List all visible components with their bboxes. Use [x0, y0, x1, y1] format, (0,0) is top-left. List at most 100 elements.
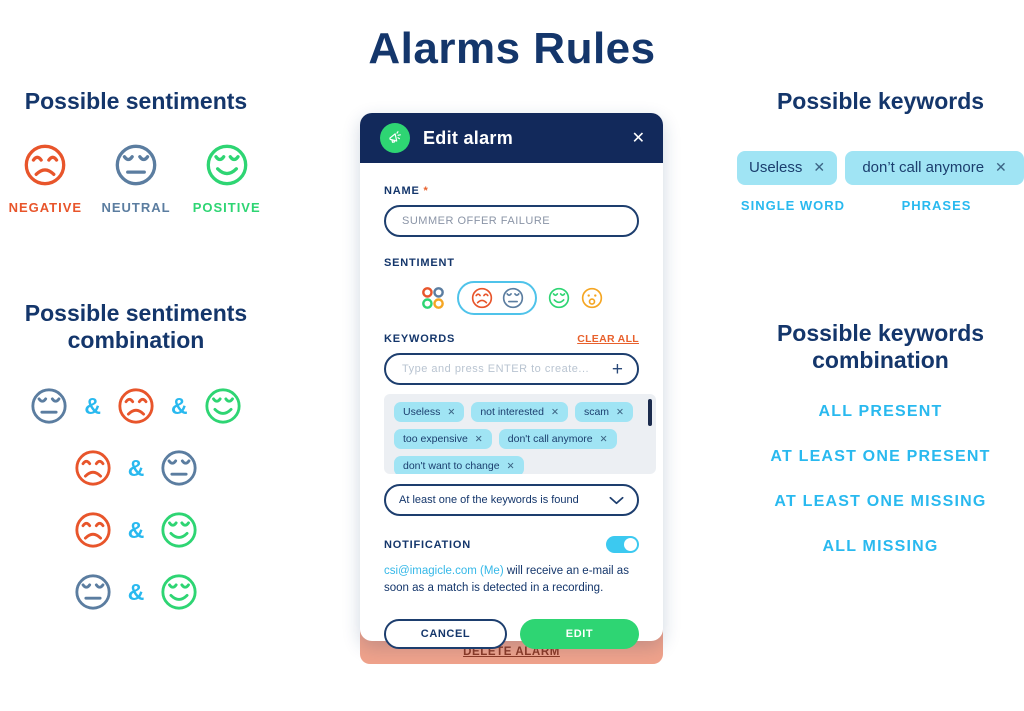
remove-chip-icon[interactable]: ✕ — [506, 460, 515, 472]
edit-alarm-card: Edit alarm ✕ NAME * SENTIMENT — [360, 113, 663, 649]
keyword-chip[interactable]: too expensive ✕ — [394, 429, 492, 449]
keywords-combination-section: Possible keywords combination ALL PRESEN… — [737, 320, 1024, 583]
positive-face-icon — [160, 573, 198, 611]
sentiment-label: SENTIMENT — [384, 257, 455, 269]
cancel-button[interactable]: CANCEL — [384, 618, 507, 649]
name-label-text: NAME — [384, 185, 420, 197]
possible-keywords-heading: Possible keywords — [776, 88, 985, 114]
notification-description: csi@imagicle.com (Me) will receive an e-… — [384, 563, 639, 598]
keyword-input-wrapper: + — [384, 353, 639, 385]
name-field-wrapper — [384, 205, 639, 237]
negative-face-option-icon[interactable] — [471, 287, 493, 309]
notification-message: will receive an e-mail as soon as a matc… — [384, 565, 629, 595]
remove-chip-icon: ✕ — [813, 159, 826, 176]
clear-all-link[interactable]: CLEAR ALL — [577, 333, 639, 345]
phrases-caption: PHRASES — [901, 197, 972, 213]
possible-sentiments-section: Possible sentiments NEGATIVE NEUTRAL POS… — [0, 88, 272, 215]
chip-text: Useless — [749, 159, 803, 177]
positive-face-icon — [205, 143, 249, 187]
neutral-face-icon — [160, 449, 198, 487]
possible-sentiments-heading: Possible sentiments — [24, 88, 248, 114]
keyword-chip[interactable]: Useless ✕ — [394, 402, 465, 422]
keywords-combination-item: AT LEAST ONE PRESENT — [770, 448, 991, 466]
all-sentiments-grid-icon[interactable] — [420, 285, 446, 311]
chip-text: not interested — [480, 406, 544, 418]
keyword-match-rule-select[interactable]: At least one of the keywords is found — [384, 484, 639, 516]
sentiment-combination-rows: &&&&& — [0, 387, 272, 611]
phrase-chip: don’t call anymore ✕ — [845, 150, 1024, 185]
modal-title: Edit alarm — [423, 127, 514, 148]
modal-body: NAME * SENTIMENT — [360, 163, 663, 649]
remove-chip-icon[interactable]: ✕ — [447, 406, 456, 418]
ampersand: & — [127, 516, 145, 543]
name-field[interactable] — [400, 214, 623, 228]
keyword-chip[interactable]: scam ✕ — [574, 402, 633, 422]
neutral-face-icon — [114, 143, 158, 187]
sentiment-combination-row: & — [0, 573, 272, 611]
sentiment-combination-row: & — [0, 449, 272, 487]
recipient-email: csi@imagicle.com (Me) — [384, 565, 504, 577]
modal-header: Edit alarm ✕ — [360, 113, 663, 163]
negative-face-icon — [117, 387, 155, 425]
sentiments-combination-heading: Possible sentiments combination — [24, 300, 248, 353]
chevron-down-icon — [609, 496, 624, 505]
close-icon[interactable]: ✕ — [631, 130, 645, 147]
possible-keywords-section: Possible keywords Useless ✕ don’t call a… — [737, 88, 1024, 213]
delete-alarm-link[interactable]: DELETE ALARM — [463, 646, 560, 658]
remove-chip-icon[interactable]: ✕ — [599, 433, 608, 445]
positive-face-icon — [204, 387, 242, 425]
neutral-face-option-icon[interactable] — [502, 287, 524, 309]
negative-face-icon — [74, 511, 112, 549]
neutral-label: NEUTRAL — [101, 199, 171, 215]
positive-face-option-icon[interactable] — [548, 287, 570, 309]
sentiments-row: NEGATIVE NEUTRAL POSITIVE — [0, 143, 272, 215]
page-title: Alarms Rules — [368, 24, 656, 73]
negative-face-icon — [74, 449, 112, 487]
chip-text: don't call anymore — [507, 433, 593, 445]
keyword-input[interactable] — [400, 362, 612, 376]
chip-text: too expensive — [403, 433, 468, 445]
neutral-face-icon — [30, 387, 68, 425]
chip-text: scam — [583, 406, 610, 418]
sentiment-combination-row: && — [0, 387, 272, 425]
edit-alarm-modal: DELETE ALARM Edit alarm ✕ — [360, 113, 663, 664]
sentiment-combination-row: & — [0, 511, 272, 549]
ampersand: & — [127, 454, 145, 481]
remove-chip-icon: ✕ — [995, 159, 1007, 176]
chips-scrollbar[interactable] — [648, 399, 652, 426]
remove-chip-icon[interactable]: ✕ — [474, 433, 483, 445]
keyword-chip[interactable]: not interested ✕ — [471, 402, 568, 422]
edit-button[interactable]: EDIT — [520, 618, 639, 649]
name-label: NAME * — [384, 185, 639, 197]
keyword-chip[interactable]: don't call anymore ✕ — [498, 429, 617, 449]
surprised-face-option-icon[interactable] — [581, 287, 603, 309]
selected-sentiments-pill[interactable] — [457, 281, 537, 315]
single-word-chip: Useless ✕ — [737, 150, 838, 185]
remove-chip-icon[interactable]: ✕ — [616, 406, 624, 418]
ampersand: & — [127, 578, 145, 605]
sentiments-combination-section: Possible sentiments combination &&&&& — [0, 300, 272, 635]
alarm-megaphone-icon — [380, 123, 410, 153]
remove-chip-icon[interactable]: ✕ — [550, 406, 559, 418]
chip-text: Useless — [403, 406, 441, 418]
keywords-header: KEYWORDS CLEAR ALL — [384, 333, 639, 345]
modal-actions: CANCEL EDIT — [384, 618, 639, 649]
sentiment-selector — [384, 281, 639, 315]
ampersand: & — [84, 392, 101, 419]
chip-text: don't want to change — [403, 460, 500, 472]
positive-label: POSITIVE — [192, 199, 261, 215]
keywords-combination-item: ALL PRESENT — [818, 403, 943, 421]
keywords-label: KEYWORDS — [384, 333, 456, 345]
ampersand: & — [171, 392, 188, 419]
notification-toggle[interactable] — [606, 536, 639, 553]
keyword-chip[interactable]: don't want to change ✕ — [394, 456, 524, 474]
notification-row: NOTIFICATION — [384, 536, 639, 553]
sentiment-neutral: NEUTRAL — [91, 143, 182, 215]
toggle-knob — [624, 538, 637, 551]
required-asterisk: * — [423, 185, 429, 197]
add-keyword-icon[interactable]: + — [611, 358, 623, 380]
neutral-face-icon — [74, 573, 112, 611]
keywords-combination-heading: Possible keywords combination — [776, 320, 985, 373]
positive-face-icon — [160, 511, 198, 549]
